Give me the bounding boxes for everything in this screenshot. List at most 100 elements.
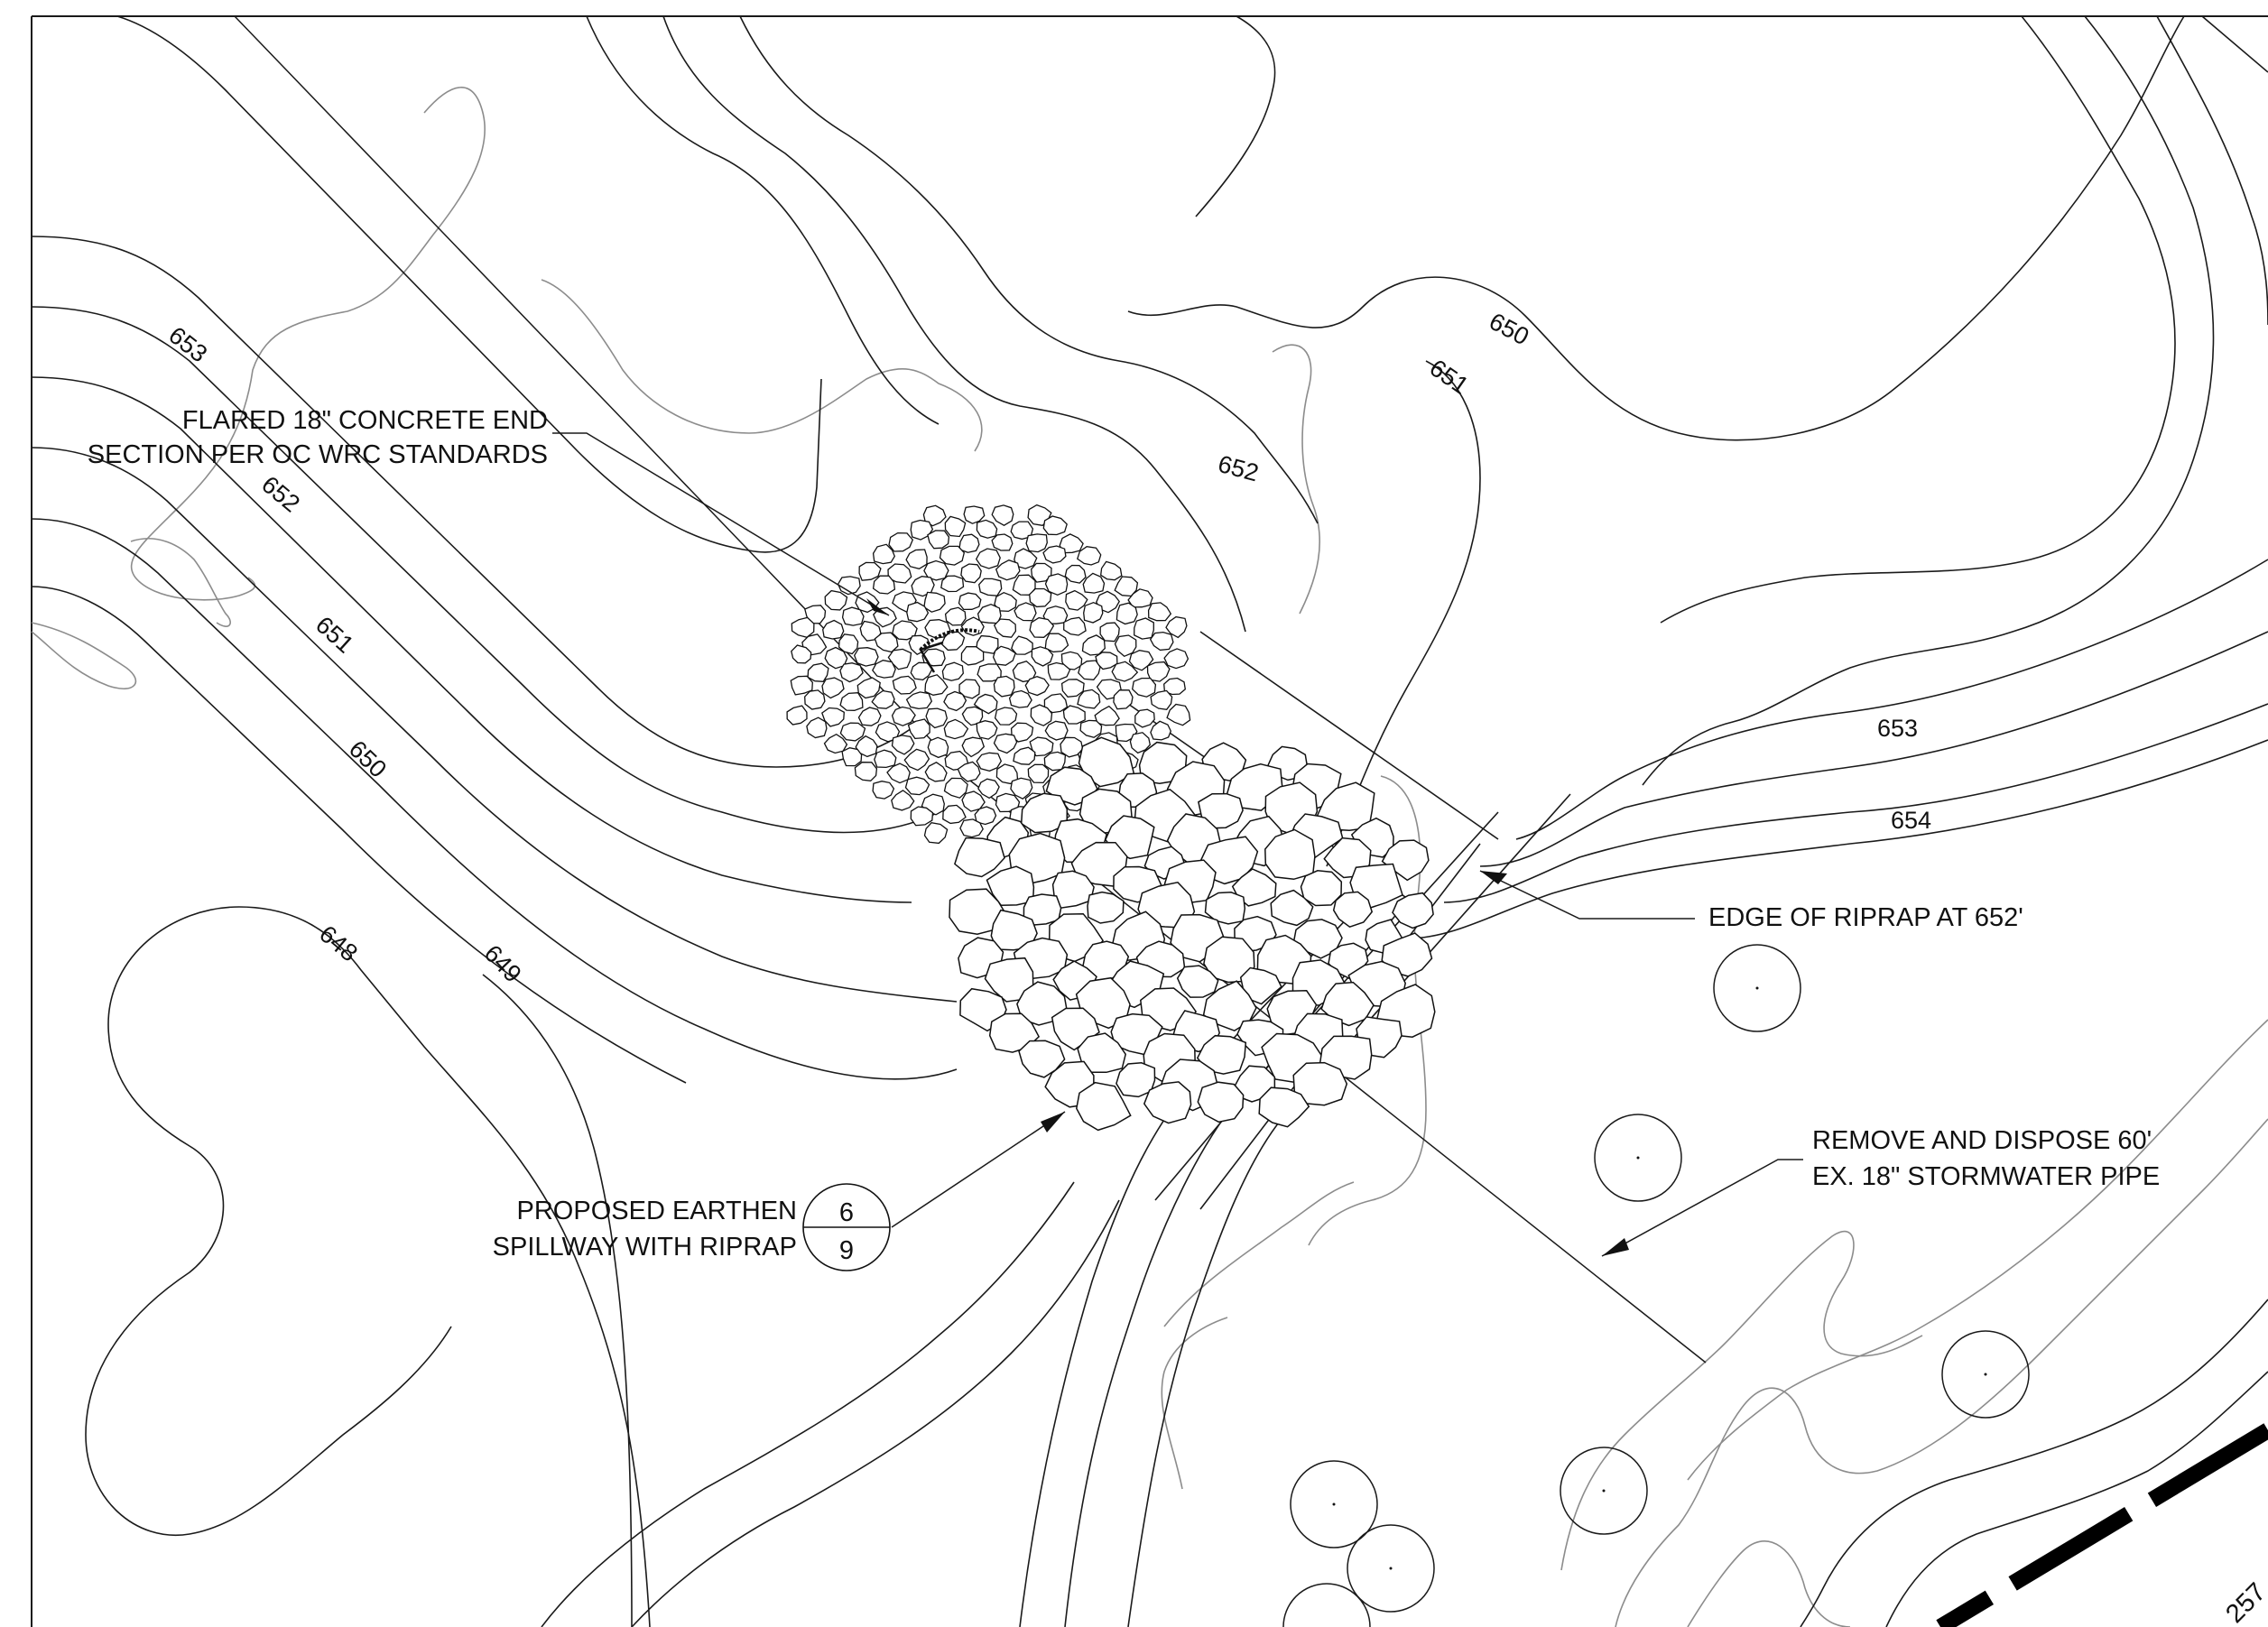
riprap-stone: [994, 591, 1017, 613]
riprap-stone: [804, 689, 826, 710]
existing-ground-lines: [31, 87, 2268, 1627]
riprap-stone: [1150, 689, 1173, 710]
riprap-stone: [905, 691, 933, 710]
riprap-stone: [993, 733, 1018, 754]
riprap-stone: [1197, 1081, 1245, 1123]
riprap-stone: [1332, 891, 1374, 929]
contour-lines: [31, 15, 2268, 1627]
riprap-stone: [1392, 892, 1434, 929]
riprap-stone: [1134, 617, 1154, 640]
riprap-stone: [856, 677, 881, 699]
riprap-stone: [1113, 689, 1134, 710]
detail-reference-tag: 6 9: [802, 1183, 891, 1271]
riprap-stone: [1047, 661, 1071, 680]
riprap-stone: [821, 677, 845, 699]
riprap-stone: [911, 576, 935, 597]
riprap-stone: [1270, 889, 1314, 927]
riprap-stone: [976, 752, 1003, 772]
riprap-stone: [905, 549, 928, 569]
riprap-stone: [1150, 720, 1172, 741]
riprap-stone: [910, 661, 933, 681]
riprap-stone: [1131, 677, 1157, 698]
tree-symbol: [1290, 1460, 1378, 1548]
riprap-stone: [1023, 893, 1062, 926]
riprap-stone: [1025, 533, 1048, 553]
riprap-stone: [976, 519, 998, 539]
riprap-stone: [991, 504, 1014, 526]
riprap-stone: [904, 776, 930, 796]
riprap-stone: [1165, 615, 1188, 639]
tree-symbol: [1560, 1447, 1648, 1535]
riprap-stone: [1166, 703, 1191, 726]
riprap-stone: [892, 675, 917, 695]
riprap-stone: [942, 804, 967, 825]
riprap-stone: [838, 633, 859, 655]
riprap-stone: [1044, 573, 1069, 596]
riprap-stone: [991, 533, 1014, 551]
riprap-stone: [886, 763, 911, 784]
riprap-stone: [1146, 661, 1171, 682]
riprap-stone: [871, 689, 895, 709]
callout-labels: FLARED 18" CONCRETE END SECTION PER OC W…: [88, 406, 2160, 1262]
riprap-stone: [1114, 576, 1139, 597]
riprap-stone: [923, 559, 949, 581]
riprap-stone: [1010, 722, 1034, 743]
riprap-stone: [959, 818, 984, 838]
riprap-stone: [872, 575, 896, 595]
riprap-stone: [963, 505, 986, 524]
riprap-stone: [994, 707, 1018, 726]
riprap-stone: [1029, 587, 1052, 608]
riprap-stone: [872, 543, 896, 565]
riprap-stone: [872, 781, 895, 800]
riprap-stone: [993, 618, 1017, 638]
riprap-stone: [1258, 1086, 1310, 1128]
riprap-stone: [939, 545, 966, 566]
riprap-stone: [977, 663, 1002, 682]
property-line: [1936, 1423, 2268, 1627]
riprap-stone: [977, 778, 1000, 800]
riprap-stone: [824, 589, 848, 611]
riprap-stone: [958, 533, 980, 553]
riprap-stone: [944, 515, 967, 538]
riprap-stone: [1051, 870, 1095, 910]
contour-label: 650: [344, 735, 392, 783]
riprap-stone: [1083, 601, 1104, 624]
riprap-stone: [923, 591, 946, 613]
riprap-stone: [875, 721, 901, 743]
riprap-stone: [1094, 705, 1120, 726]
riprap-stone: [927, 530, 950, 550]
riprap-stone: [1014, 602, 1037, 622]
riprap-stone: [1027, 763, 1050, 784]
riprap-stone: [961, 790, 986, 812]
tree-symbol: [1594, 1114, 1682, 1202]
riprap-stone: [874, 632, 899, 653]
riprap-stone: [924, 762, 948, 782]
riprap-stone: [790, 675, 813, 696]
riprap-stone: [943, 718, 969, 740]
riprap-stone: [1163, 648, 1190, 670]
riprap-stone: [1060, 679, 1085, 698]
riprap-stone: [1204, 892, 1246, 925]
tree-symbol: [1282, 1583, 1371, 1627]
riprap-stone: [960, 563, 982, 584]
riprap-stone: [961, 736, 986, 758]
riprap-stone: [1100, 560, 1123, 581]
riprap-stone: [925, 707, 948, 729]
riprap-stone: [1077, 546, 1102, 566]
riprap-stone: [1062, 705, 1086, 725]
riprap-stone: [1079, 719, 1103, 738]
riprap-stone: [1031, 562, 1052, 583]
riprap-small-stones: [786, 504, 1191, 845]
riprap-stone: [1044, 633, 1069, 653]
riprap-stone: [892, 620, 918, 641]
riprap-stone: [988, 1012, 1041, 1053]
riprap-stone: [857, 707, 882, 726]
riprap-stone: [839, 722, 866, 742]
riprap-stone: [907, 718, 930, 740]
existing-trees: [1282, 944, 2030, 1627]
riprap-stone: [1111, 661, 1139, 682]
riprap-stone: [823, 733, 848, 754]
contour-label: 652: [1215, 450, 1261, 487]
riprap-stone: [927, 736, 949, 759]
riprap-stone: [839, 692, 864, 711]
